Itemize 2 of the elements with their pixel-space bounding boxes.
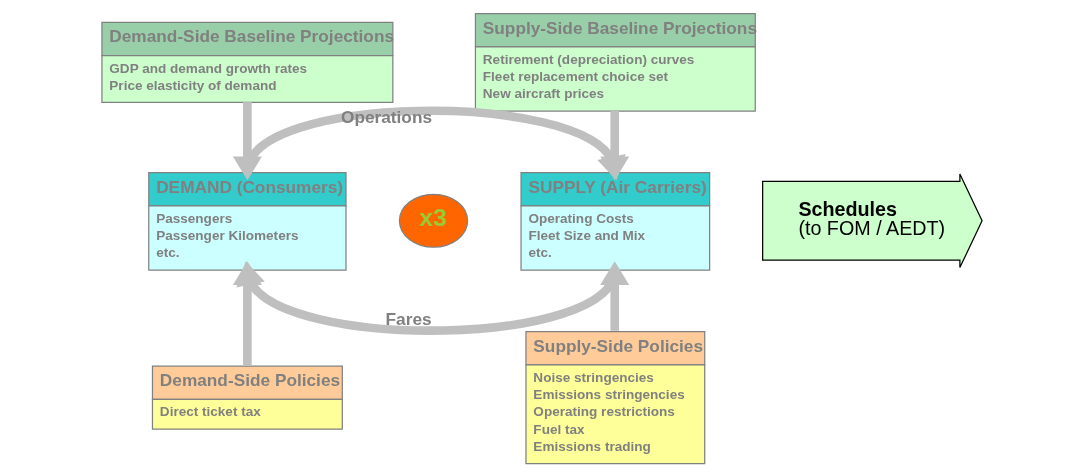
edge-label: Fares xyxy=(385,308,432,329)
edge-label: Operations xyxy=(340,107,432,128)
